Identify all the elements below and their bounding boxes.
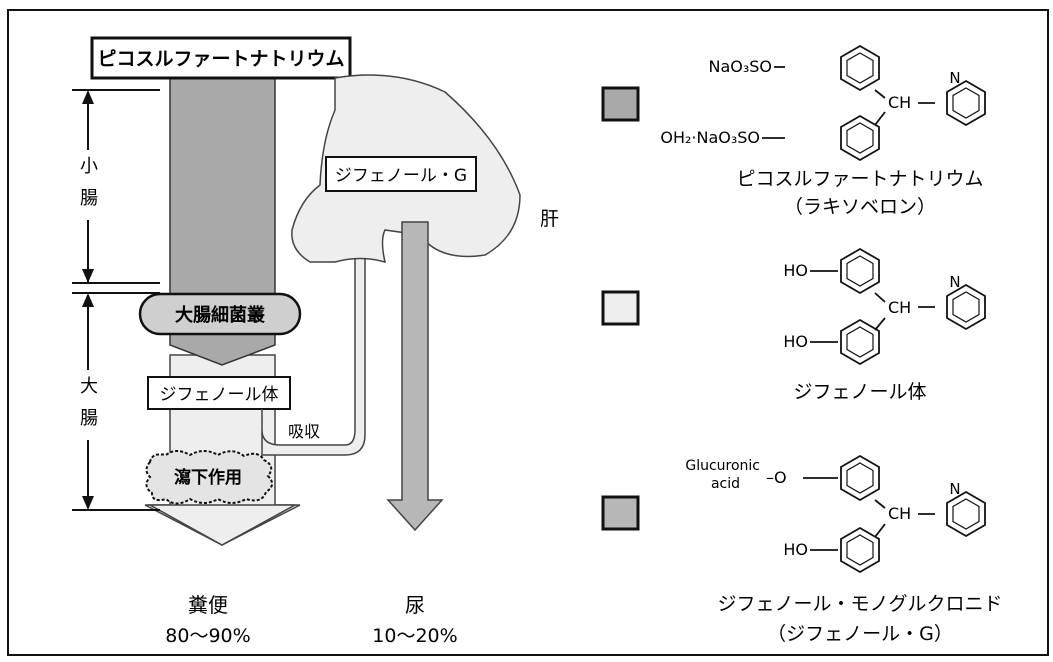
laxative-label: 瀉下作用 [174,467,242,488]
legend-1-substituent-bottom: OH₂·NaO₃SO [660,128,760,147]
bacteria-label: 大腸細菌叢 [175,304,265,326]
laxative-cloud [145,450,273,505]
legend-1-swatch [601,86,640,122]
legend-1-subname: （ラキソベロン） [784,196,936,218]
liver-label: 肝 [540,208,559,230]
legend-2-name: ジフェノール体 [793,381,926,403]
legend-3-name: ジフェノール・モノグルクロニド [717,593,1002,615]
large-intestine-label-1: 大 [80,376,98,397]
legend-3-bridge: CH [888,504,911,523]
absorption-label: 吸収 [288,422,320,441]
bacteria-pill [138,292,302,336]
legend-1-bridge: CH [888,93,911,112]
outer-frame [7,9,1049,656]
legend-1-name: ピコスルファートナトリウム [736,168,983,190]
legend-2-n: N [949,273,960,291]
legend-3-subname: （ジフェノール・G） [767,623,953,645]
feces-arrow-head [147,504,296,546]
legend-3-substituent-line1: Glucuronic [685,458,760,474]
legend-3-n: N [949,480,960,498]
small-intestine-label-2: 腸 [80,188,98,209]
legend-2-substituent-top: HO [783,261,808,280]
small-intestine-label-1: 小 [80,156,98,177]
legend-2-substituent-bottom: HO [783,332,808,351]
legend-3-substituent-link: –O [766,468,787,487]
legend-1-n: N [949,69,960,87]
legend-1-substituent-top: NaO₃SO [708,57,772,76]
feces-label: 糞便 [188,593,228,617]
legend-3-substituent-line2: acid [711,476,740,492]
urine-percent: 10〜20% [372,625,457,647]
diphenol-body-box [147,376,291,410]
diphenol-body-label: ジフェノール体 [160,385,279,405]
legend-3-swatch [601,495,640,531]
glucuronide-box [325,156,477,192]
urine-label: 尿 [405,593,425,617]
glucuronide-label: ジフェノール・G [335,166,467,186]
legend-3-substituent-bottom: HO [783,540,808,559]
urine-arrow [386,221,444,532]
legend-2-swatch [601,290,640,326]
legend-2-bridge: CH [888,298,911,317]
feces-percent: 80〜90% [165,625,250,647]
drug-label: ピコスルファートナトリウム [97,48,344,70]
drug-label-box [90,36,352,80]
large-intestine-label-2: 腸 [80,408,98,429]
